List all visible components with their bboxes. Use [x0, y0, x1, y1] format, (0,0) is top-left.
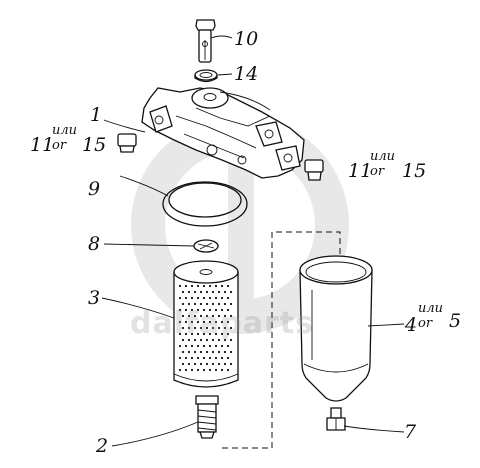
callout-4-stack: или or	[418, 302, 443, 330]
filter-head-housing	[141, 87, 305, 179]
part-4-bowl	[299, 255, 373, 402]
part-3-filter-element	[173, 260, 239, 388]
callout-11-left-alt: 15	[82, 134, 107, 156]
callout-11-left-num: 11	[30, 134, 55, 156]
part-14-washer	[194, 69, 218, 83]
callout-1: 1	[90, 104, 103, 126]
callout-4-word-ru: или	[418, 301, 444, 316]
leader-lines	[101, 35, 405, 447]
callout-4-word-en: or	[418, 316, 433, 331]
assembly-dashed-line	[222, 231, 341, 449]
callout-4-alt: 5	[449, 310, 462, 332]
callout-11-right-word-ru: или	[370, 149, 396, 164]
callout-11-right-num: 11	[348, 160, 373, 182]
part-2-valve	[195, 395, 219, 439]
callout-11-left-stack: или or	[52, 124, 77, 152]
part-8-gasket	[193, 239, 219, 253]
callout-3: 3	[88, 287, 101, 309]
callout-2: 2	[96, 435, 109, 457]
part-9-sealing-ring	[162, 181, 248, 227]
part-7-drain-plug	[326, 407, 346, 431]
callout-11-left-word-en: or	[52, 138, 67, 153]
part-11-right-plug	[304, 159, 324, 181]
callout-11-right-alt: 15	[402, 160, 427, 182]
callout-11-right-stack: или or	[370, 150, 395, 178]
callout-11-right-word-en: or	[370, 164, 385, 179]
part-10-bolt	[195, 19, 216, 63]
part-11-left-plug	[117, 133, 137, 153]
callout-10: 10	[234, 28, 259, 50]
watermark-text: dalfaparts	[130, 306, 315, 341]
callout-11-left-word-ru: или	[52, 123, 78, 138]
callout-8: 8	[88, 233, 101, 255]
callout-9: 9	[88, 178, 101, 200]
callout-4-num: 4	[405, 314, 418, 336]
callout-7: 7	[404, 421, 417, 443]
callout-14: 14	[234, 63, 259, 85]
